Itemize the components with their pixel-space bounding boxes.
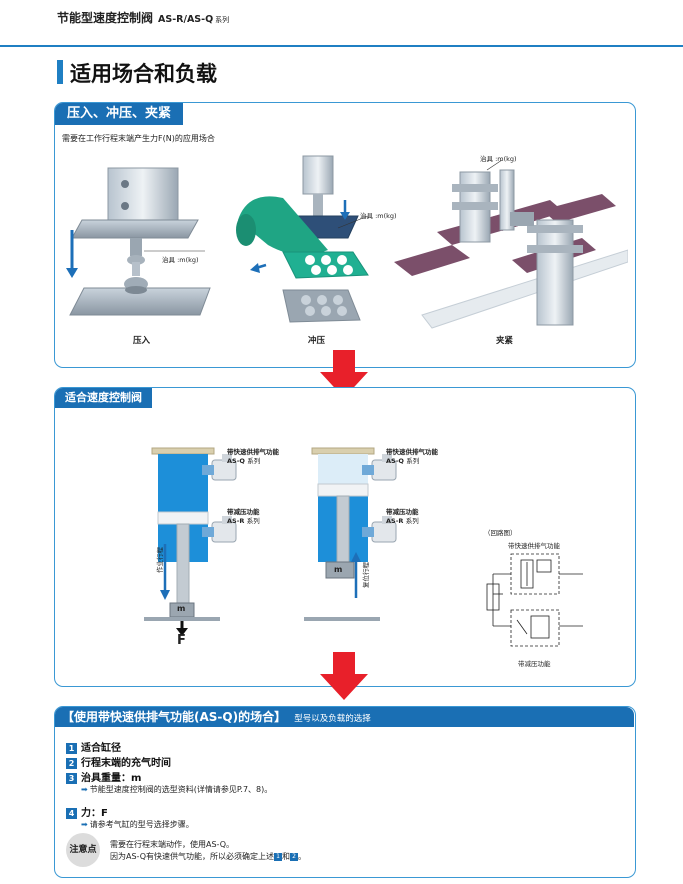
return-stroke-label: 复位行程 [362,562,370,588]
press-fit-jig-label: 治具 :m(kg) [162,256,199,264]
cyl1-valve-r-model-text: AS-R [227,517,245,525]
caption-press-fit: 压入 [133,336,151,346]
section-title: 适用场合和负载 [70,62,217,86]
caption-punching: 冲压 [308,336,326,346]
selection-item-4-number: 4 [66,807,77,819]
circuit-r-label: 带减压功能 [518,660,551,668]
header-series: 系列 [215,16,230,24]
cyl2-valve-q-model: AS-Q 系列 [386,455,419,465]
selection-item-3-note: 节能型速度控制阀的选型资料(详情请参见P.7、8)。 [81,784,273,795]
cyl2-valve-r-model: AS-R 系列 [386,515,419,525]
press-fit-illustration [66,167,211,316]
selection-item-1: 1 适合缸径 [66,739,121,754]
cylinder-return-diagram [304,447,397,621]
punching-jig-label: 治具 :m(kg) [360,212,397,220]
clamping-illustration [394,159,628,329]
cyl1-mass-label: m [177,604,186,613]
cyl2-valve-r-title: 带减压功能 [386,508,419,516]
section-bar [57,60,63,84]
cyl2-valve-q-series: 系列 [406,457,420,465]
pneumatic-circuit-diagram [486,553,583,647]
selection-item-1-number: 1 [66,742,77,754]
cyl1-valve-q-model: AS-Q 系列 [227,455,260,465]
caption-clamping: 夹紧 [496,336,514,346]
cyl1-valve-r-title: 带减压功能 [227,508,260,516]
cyl1-valve-q-title: 带快速供排气功能 [227,448,279,456]
header-model: AS-R/AS-Q [158,14,214,25]
caution-line-2-and: 和 [282,852,291,861]
cyl1-valve-r-model: AS-R 系列 [227,515,260,525]
selection-item-4: 4 力：F [66,804,108,819]
panel-model-selection-tab-sub: 型号以及负载的选择 [294,714,371,724]
caution-badge: 注意点 [66,833,100,867]
selection-item-2: 2 行程末端的充气时间 [66,754,171,769]
clamping-jig-label: 治具 :m(kg) [480,155,517,163]
circuit-title: （回路图） [484,529,517,537]
selection-item-2-number: 2 [66,757,77,769]
caution-ref-1: 1 [274,852,283,861]
cyl1-valve-r-series: 系列 [246,517,260,525]
selection-item-1-text: 适合缸径 [81,743,121,754]
selection-item-2-text: 行程末端的充气时间 [81,758,171,769]
cyl1-valve-q-model-text: AS-Q [227,457,245,465]
caution-line-2-end: 。 [298,852,307,861]
selection-item-3-number: 3 [66,772,77,784]
selection-item-4-note: 请参考气缸的型号选择步骤。 [81,819,194,830]
circuit-q-label: 带快速供排气功能 [508,542,560,550]
flow-arrow-down-2 [320,652,368,700]
cyl1-force-label: F [177,633,186,648]
cyl2-valve-r-series: 系列 [405,517,419,525]
panel-suitable-valves-tab: 适合速度控制阀 [55,388,152,408]
caution-line-1: 需要在行程末端动作，使用AS-Q。 [110,840,235,849]
header-rule [0,45,683,47]
selection-item-4-text: 力：F [81,808,108,819]
cyl2-valve-r-model-text: AS-R [386,517,404,525]
panel-model-selection-tab-main: 【使用带快速供排气功能(AS-Q)的场合】 [62,710,287,724]
panel-model-selection-header [55,707,634,727]
header-title-text: 节能型速度控制阀 [57,11,154,25]
work-stroke-label: 作业行程 [156,547,164,573]
cyl2-valve-q-model-text: AS-Q [386,457,404,465]
panel-model-selection-tab: 【使用带快速供排气功能(AS-Q)的场合】 型号以及负载的选择 [62,707,371,727]
panel-applications-description: 需要在工作行程末端产生力F(N)的应用场合 [62,134,215,143]
caution-line-2-text: 因为AS-Q有快速供气功能，所以必须确定上述 [110,852,275,861]
caution-ref-2: 2 [290,852,299,861]
selection-item-3: 3 治具重量：m [66,769,141,784]
cyl2-mass-label: m [334,565,343,574]
cyl1-valve-q-series: 系列 [247,457,261,465]
cyl2-valve-q-title: 带快速供排气功能 [386,448,438,456]
punching-illustration [236,155,369,323]
selection-item-3-text: 治具重量：m [81,773,142,784]
panel-applications-tab: 压入、冲压、夹紧 [55,103,184,125]
flow-arrow-down-1 [320,350,368,398]
cylinder-extend-diagram [144,447,237,636]
